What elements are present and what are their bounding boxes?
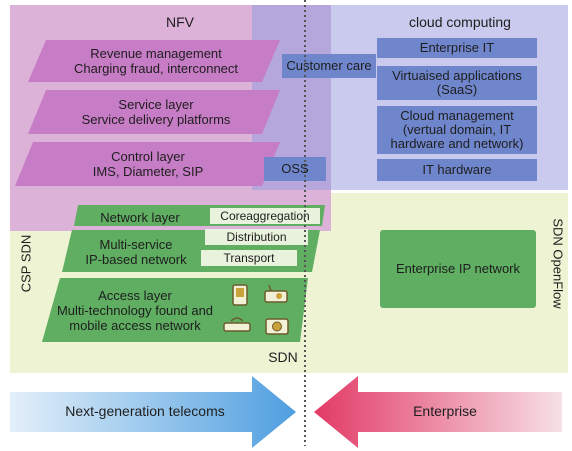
access-layer-label: Access layer Multi-technology found and … <box>50 285 220 335</box>
control-layer-title: Control layer <box>111 149 185 164</box>
cloud-management-box: Cloud management (vertual domain, IT har… <box>377 106 537 154</box>
control-layer: Control layer IMS, Diameter, SIP <box>28 145 268 183</box>
cloud-management-line1: Cloud management <box>400 108 514 123</box>
customer-care-box: Customer care <box>282 54 376 78</box>
sdn-title: SDN <box>268 349 298 365</box>
modem-icon <box>223 317 251 332</box>
multi-service-label: Multi-service IP-based network <box>66 236 206 268</box>
enterprise-ip-network-box: Enterprise IP network <box>395 261 521 276</box>
cloud-computing-title: cloud computing <box>409 14 511 30</box>
nfv-title: NFV <box>166 14 194 30</box>
revenue-management-layer: Revenue management Charging fraud, inter… <box>40 42 272 80</box>
camera-icon <box>265 318 289 335</box>
multi-service-line2: IP-based network <box>85 252 187 267</box>
network-layer-label: Network layer <box>100 210 180 225</box>
cloud-management-line3: hardware and network) <box>390 136 524 151</box>
revenue-management-subtitle: Charging fraud, interconnect <box>73 61 239 76</box>
virtualised-applications-line1: Virtuaised applications <box>392 68 522 83</box>
access-layer-title: Access layer <box>98 287 172 303</box>
revenue-management-title: Revenue management <box>90 46 222 61</box>
oss-box: OSS <box>264 157 326 181</box>
access-layer-line2: Multi-technology found and <box>56 302 214 318</box>
coreaggregation-label: Coreaggregation <box>220 209 310 223</box>
transport-label: Transport <box>223 251 275 265</box>
virtualised-applications-line2: (SaaS) <box>436 82 478 97</box>
multi-service-line1: Multi-service <box>99 237 173 252</box>
distribution-label: Distribution <box>226 230 287 244</box>
enterprise-arrow-label: Enterprise <box>413 403 477 419</box>
center-dotted-divider <box>304 0 306 446</box>
it-hardware-box: IT hardware <box>377 159 537 181</box>
cloud-management-line2: (vertual domain, IT <box>402 122 512 137</box>
phone-icon <box>232 284 248 306</box>
access-layer-line3: mobile access network <box>69 317 201 333</box>
service-layer-title: Service layer <box>118 97 194 112</box>
service-layer-subtitle: Service delivery platforms <box>81 112 231 127</box>
control-layer-subtitle: IMS, Diameter, SIP <box>92 164 204 179</box>
next-generation-telecoms-arrow-label: Next-generation telecoms <box>65 403 225 419</box>
router-icon <box>264 284 288 303</box>
enterprise-it-box: Enterprise IT <box>377 38 537 58</box>
virtualised-applications-box: Virtuaised applications (SaaS) <box>377 66 537 100</box>
service-layer: Service layer Service delivery platforms <box>40 93 272 131</box>
